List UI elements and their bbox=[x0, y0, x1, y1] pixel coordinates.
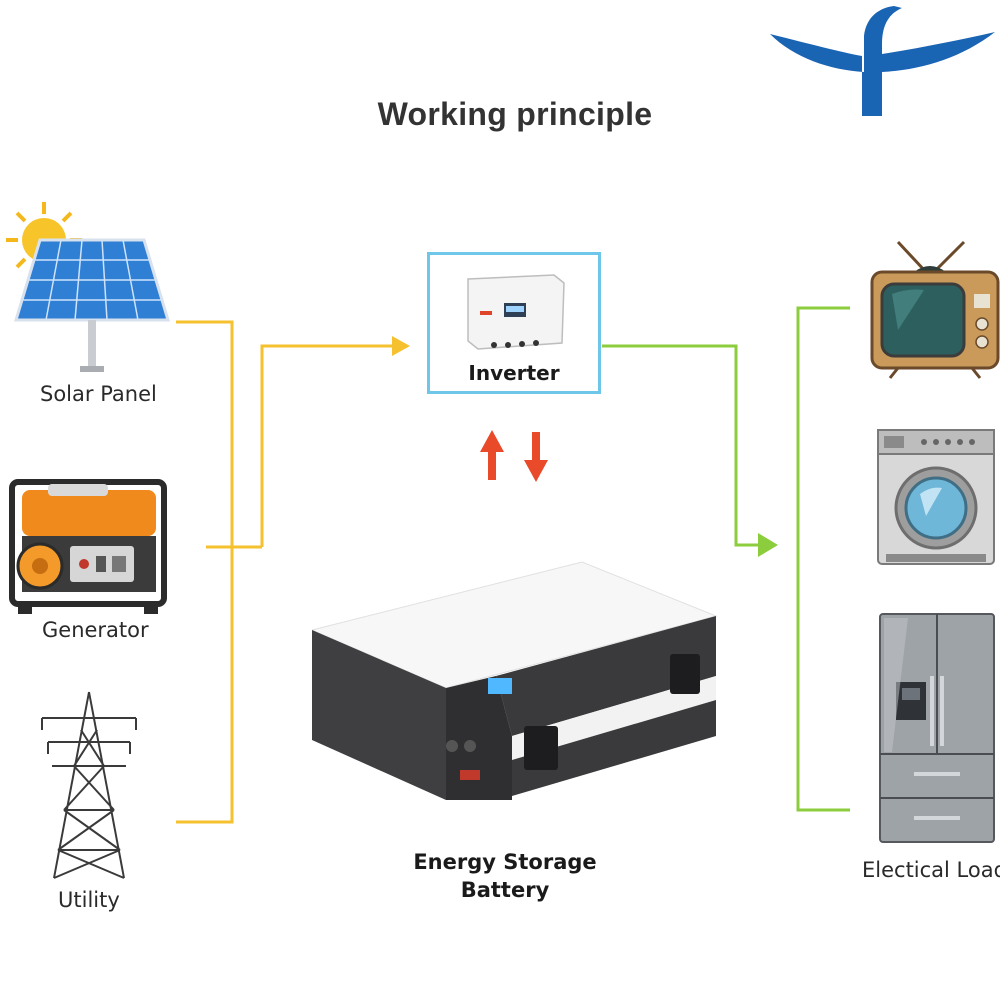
utility-label: Utility bbox=[58, 888, 120, 912]
battery-label-line1: Energy Storage bbox=[413, 850, 597, 874]
load-connector-lines bbox=[602, 306, 850, 812]
electrical-load-label: Electical Load bbox=[862, 858, 1000, 882]
generator-icon bbox=[9, 479, 167, 614]
washing-machine-icon bbox=[877, 429, 995, 565]
battery-label-line2: Battery bbox=[460, 878, 550, 902]
bird-logo-icon bbox=[770, 6, 995, 116]
power-tower-icon bbox=[41, 691, 137, 879]
generator-label: Generator bbox=[42, 618, 149, 642]
inverter-box: Inverter bbox=[427, 252, 601, 394]
solar-panel-icon bbox=[14, 238, 170, 372]
exchange-arrows-icon bbox=[480, 430, 548, 482]
refrigerator-icon bbox=[879, 613, 995, 843]
battery-icon bbox=[312, 561, 718, 800]
tv-icon bbox=[870, 240, 1000, 379]
source-connector-lines bbox=[176, 320, 394, 824]
solar-panel-label: Solar Panel bbox=[40, 382, 157, 406]
inverter-icon bbox=[467, 274, 565, 350]
inverter-label: Inverter bbox=[468, 361, 560, 385]
battery-label: Energy Storage Battery bbox=[405, 848, 605, 904]
arrow-to-inverter-icon bbox=[392, 336, 410, 356]
arrow-to-loads-icon bbox=[758, 533, 778, 557]
page-title: Working principle bbox=[377, 96, 653, 132]
